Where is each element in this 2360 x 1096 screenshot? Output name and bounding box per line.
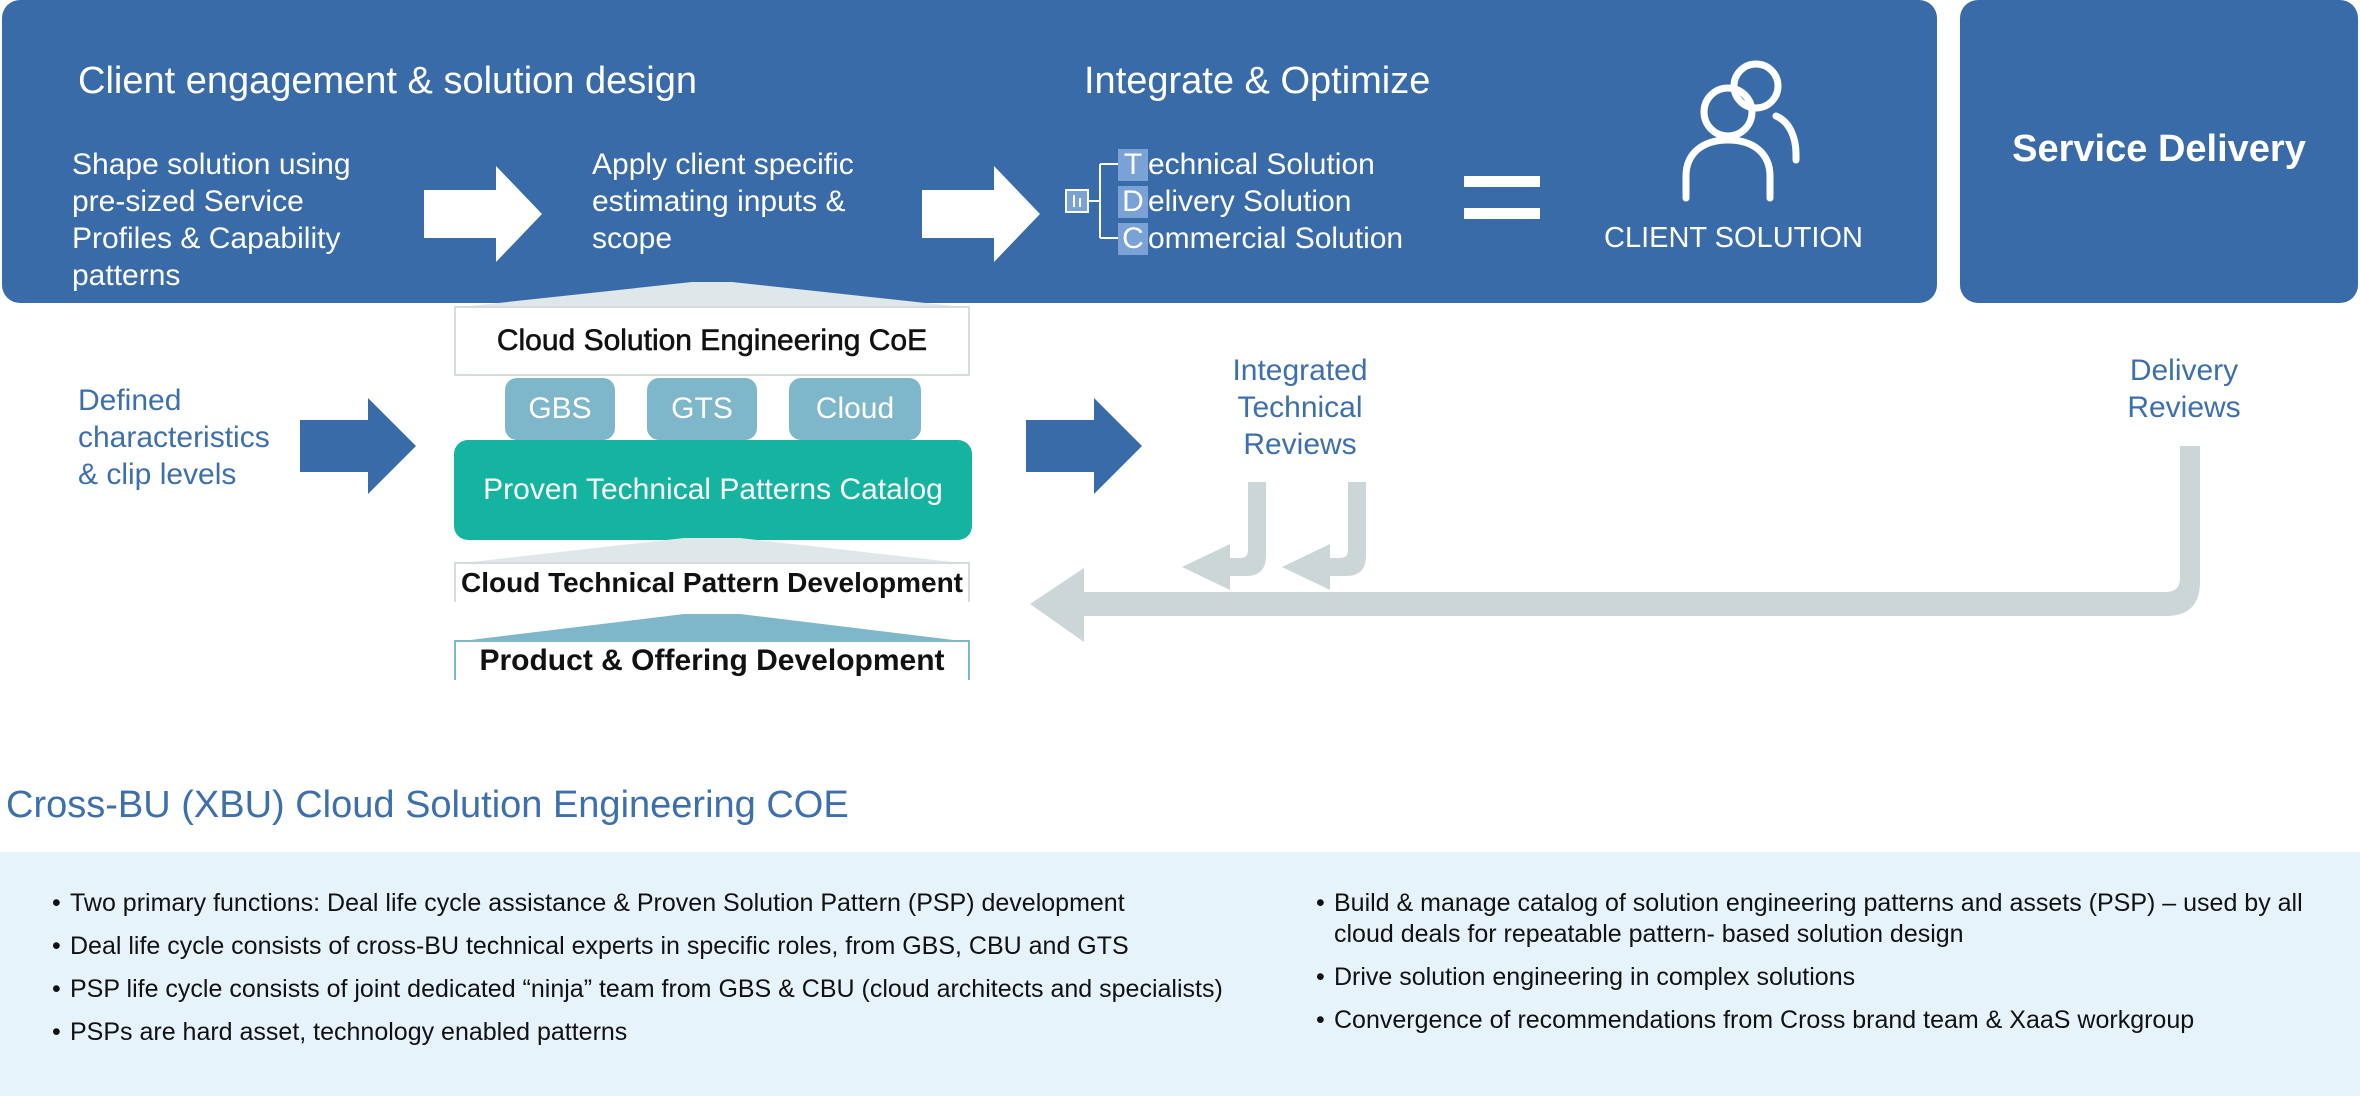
coe-box: Cloud Solution Engineering CoE — [454, 306, 970, 376]
bullets-left: Two primary functions: Deal life cycle a… — [52, 888, 1302, 1060]
tdc-letter: D — [1118, 185, 1148, 218]
section-title: Cross-BU (XBU) Cloud Solution Engineerin… — [6, 784, 849, 826]
tdc-text: echnical Solution — [1148, 147, 1375, 181]
arrow-right-icon — [300, 398, 416, 494]
bullets-right: Build & manage catalog of solution engin… — [1316, 888, 2336, 1048]
bullet-item: Deal life cycle consists of cross-BU tec… — [52, 931, 1302, 962]
left-label-line: & clip levels — [78, 458, 237, 491]
people-icon — [1682, 60, 1800, 202]
bullet-item: Drive solution engineering in complex so… — [1316, 962, 2336, 993]
delivery-reviews-label: Delivery Reviews — [2084, 352, 2284, 426]
defined-characteristics-label: Defined characteristics & clip levels — [78, 382, 270, 493]
service-delivery-panel — [1960, 0, 2358, 303]
service-delivery-label: Service Delivery — [2012, 128, 2306, 170]
step1-line: pre-sized Service — [72, 185, 304, 218]
step-shape-solution: Shape solution using pre-sized Service P… — [72, 146, 351, 294]
equals-icon — [1464, 176, 1540, 219]
bullet-item: Convergence of recommendations from Cros… — [1316, 1005, 2336, 1036]
integrated-line: Technical — [1237, 391, 1363, 424]
arrow-right-icon — [424, 166, 542, 262]
pill-gts: GTS — [647, 378, 757, 440]
arrow-right-icon — [922, 166, 1040, 262]
catalog-label: Proven Technical Patterns Catalog — [483, 473, 943, 506]
product-dev-box: Product & Offering Development — [454, 640, 970, 680]
solution-design-panel — [2, 0, 1937, 303]
step2-line: Apply client specific — [592, 148, 854, 181]
delivery-line: Delivery — [2129, 354, 2239, 387]
step1-line: patterns — [72, 259, 181, 292]
step-apply-inputs: Apply client specific estimating inputs … — [592, 146, 854, 257]
left-label-line: Defined — [78, 384, 182, 417]
feedback-arrow-icon — [1030, 446, 2200, 642]
step2-line: scope — [592, 222, 673, 255]
left-label-line: characteristics — [78, 421, 270, 454]
delivery-line: Reviews — [2127, 391, 2241, 424]
bullet-item: PSPs are hard asset, technology enabled … — [52, 1017, 1302, 1048]
pill-gbs: GBS — [505, 378, 615, 440]
pattern-dev-box: Cloud Technical Pattern Development — [454, 562, 970, 602]
client-solution-label: CLIENT SOLUTION — [1604, 222, 1863, 254]
step1-line: Shape solution using — [72, 148, 351, 181]
bracket-icon — [1065, 163, 1120, 239]
connector-shape — [454, 614, 970, 642]
bullet-item: Two primary functions: Deal life cycle a… — [52, 888, 1302, 919]
tdc-text: ommercial Solution — [1148, 221, 1404, 255]
tdc-letter: T — [1118, 148, 1148, 181]
tdc-text: elivery Solution — [1148, 184, 1352, 218]
connector-shape — [454, 538, 970, 564]
connector-shape — [452, 282, 972, 308]
integrated-line: Reviews — [1243, 428, 1357, 461]
step1-line: Profiles & Capability — [72, 222, 341, 255]
bullet-item: PSP life cycle consists of joint dedicat… — [52, 974, 1302, 1005]
arrow-right-icon — [1026, 398, 1142, 494]
step2-line: estimating inputs & — [592, 185, 846, 218]
tdc-letter: C — [1118, 222, 1148, 255]
heading-integrate-optimize: Integrate & Optimize — [1084, 60, 1431, 102]
bullet-item: Build & manage catalog of solution engin… — [1316, 888, 2336, 950]
catalog-box: Proven Technical Patterns Catalog — [454, 440, 972, 540]
integrated-line: Integrated — [1232, 354, 1368, 387]
heading-client-engagement: Client engagement & solution design — [78, 60, 697, 102]
pill-cloud: Cloud — [789, 378, 921, 440]
integrated-reviews-label: Integrated Technical Reviews — [1200, 352, 1400, 463]
